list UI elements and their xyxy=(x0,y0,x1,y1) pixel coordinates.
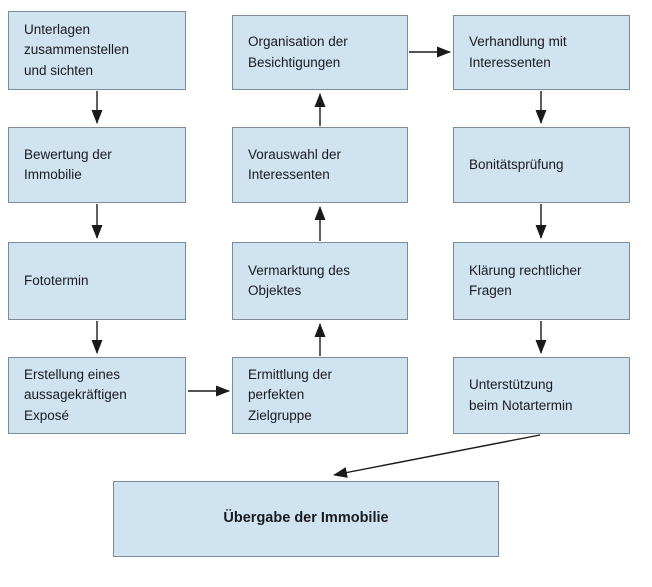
flow-node-ermittlung: Ermittlung der perfekten Zielgruppe xyxy=(232,357,408,434)
flow-node-uebergabe: Übergabe der Immobilie xyxy=(113,481,499,557)
flow-node-unterstuetzung: Unterstützung beim Notartermin xyxy=(453,357,630,434)
arrow-r4-final xyxy=(333,434,541,478)
flow-node-vorauswahl: Vorauswahl der Interessenten xyxy=(232,127,408,203)
flow-node-bonitaetspruefung: Bonitätsprüfung xyxy=(453,127,630,203)
flow-node-verhandlung: Verhandlung mit Interessenten xyxy=(453,15,630,90)
flow-node-organisation: Organisation der Besichtigungen xyxy=(232,15,408,90)
flow-node-fototermin: Fototermin xyxy=(8,242,186,320)
flow-node-vermarktung: Vermarktung des Objektes xyxy=(232,242,408,320)
flow-node-bewertung: Bewertung der Immobilie xyxy=(8,127,186,203)
flow-node-klaerung: Klärung rechtlicher Fragen xyxy=(453,242,630,320)
flow-node-expose: Erstellung eines aussagekräftigen Exposé xyxy=(8,357,186,434)
flow-node-unterlagen: Unterlagen zusammenstellen und sichten xyxy=(8,11,186,90)
